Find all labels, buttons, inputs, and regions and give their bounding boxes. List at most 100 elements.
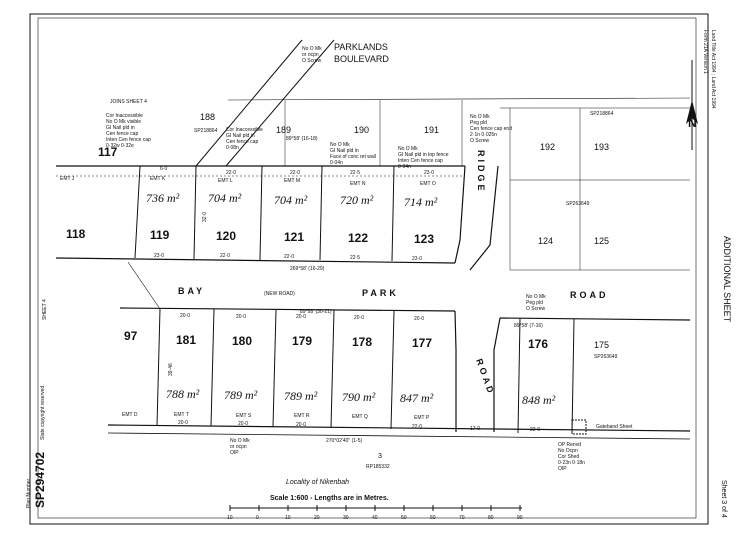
lot-125: 125 (594, 236, 609, 246)
easement-o: EMT O (420, 181, 436, 187)
road-name-ridge: RIDGE (476, 150, 486, 194)
lot-177-area: 847 m² (400, 391, 434, 405)
scale-note: Scale 1:600 - Lengths are in Metres. (270, 495, 389, 502)
dim-top-front-2: 22·0 (220, 253, 230, 259)
lot-122-area: 720 m² (340, 193, 374, 207)
dim-top-front-1: 23·0 (154, 253, 164, 259)
lot-121-number: 121 (284, 230, 304, 244)
scale-tick-label: 50 (401, 515, 407, 521)
lot-118-number: 118 (66, 227, 86, 241)
depth-bottom: 39·46 (168, 363, 174, 376)
road-name-park: PARK (362, 288, 399, 298)
easement-k: EMT K (150, 176, 166, 182)
lot-3-ref: 3 (378, 453, 382, 460)
scale-tick-label: 80 (488, 515, 494, 521)
dim-bottom-rear-2: 20·0 (238, 421, 248, 427)
lot-188: 188 (200, 112, 215, 122)
scale-tick-label: 10 (227, 515, 233, 521)
bearing-bay: 89°58' (30-21) (300, 309, 332, 315)
dim-bottom-front-2: 20·0 (236, 314, 246, 320)
road-name-boulevard: BOULEVARD (334, 54, 389, 64)
lot-121-area: 704 m² (274, 193, 308, 207)
dim-bottom-front-4: 20·0 (354, 315, 364, 321)
dim-bottom-front-1: 20·0 (180, 313, 190, 319)
gateband-note: Gateband Sheet (596, 424, 633, 430)
sheet-number: Sheet 3 of 4 (720, 480, 727, 518)
dim-top-rear-1: 6·0 (160, 166, 167, 172)
plan-border (37, 17, 697, 519)
bearing-top: 89°58' (16-18) (286, 136, 318, 142)
form-version: Form 21A Version 1 (702, 30, 708, 74)
lot-180-number: 180 (232, 334, 252, 348)
easement-l: EMT L (218, 178, 233, 184)
lot-178-number: 178 (352, 335, 372, 349)
dim-top-front-3: 22·0 (284, 254, 294, 260)
north-arrow-icon: N (686, 60, 698, 150)
dim-bottom-front-3: 20·0 (296, 314, 306, 320)
lot-97-number: 97 (124, 329, 138, 343)
lot-192: 192 (540, 142, 555, 152)
lot-123-area: 714 m² (404, 195, 438, 209)
additional-sheet-label: ADDITIONAL SHEET (722, 236, 732, 323)
plan-number: SP294702 (33, 452, 47, 508)
locality-label: Locality of Nikenbah (286, 479, 349, 486)
lot-190: 190 (354, 125, 369, 135)
lot-180-area: 789 m² (224, 388, 258, 402)
road-new-label: (NEW ROAD) (264, 291, 295, 297)
road-name-bay: BAY (178, 286, 205, 296)
lot-179-area: 789 m² (284, 389, 318, 403)
easement-d: EMT D (122, 412, 138, 418)
scale-tick-label: 70 (459, 515, 465, 521)
ref-sp218864: SP218864 (194, 128, 218, 134)
scale-tick-label: 20 (314, 515, 320, 521)
lot-181-area: 788 m² (166, 387, 200, 401)
lot-193: 193 (594, 142, 609, 152)
scale-tick-label: 60 (430, 515, 436, 521)
bottom-lot-block (107, 261, 691, 440)
top-lot-block (55, 165, 499, 271)
lot-177-number: 177 (412, 336, 432, 350)
act-note: Land Title Act 1994 ; Land Act 1994 (710, 30, 716, 109)
ref-sp263649-lower: SP263649 (594, 354, 618, 360)
parklands-boulevard: PARKLANDS BOULEVARD (195, 39, 691, 167)
plan-number-caption: Plan Number (26, 478, 32, 508)
lot-191: 191 (424, 125, 439, 135)
scale-tick-label: 10 (285, 515, 291, 521)
dim-bottom-rear-3: 20·0 (296, 422, 306, 428)
easement-q: EMT Q (352, 414, 368, 420)
easement-j: EMT J (60, 176, 75, 182)
scale-tick-label: 30 (343, 515, 349, 521)
sheet-frame (29, 13, 709, 525)
ref-sp218864-right: SP218864 (590, 111, 614, 117)
dim-top-front-4: 22·5 (350, 255, 360, 261)
dim-bottom-rear-6: 22·0 (530, 427, 540, 433)
lot-117: 117 (98, 145, 118, 159)
road-name-road: ROAD (570, 290, 609, 300)
dim-bottom-rear-1: 20·0 (178, 420, 188, 426)
scale-tick-label: 90 (517, 515, 523, 521)
dim-top-rear-2: 22·0 (226, 170, 236, 176)
copyright-note: State copyright reserved. (40, 384, 46, 440)
svg-text:N: N (688, 116, 697, 130)
lot-120-number: 120 (216, 229, 236, 243)
lot-120-area: 704 m² (208, 191, 242, 205)
dim-bottom-front-5: 20·0 (414, 316, 424, 322)
easement-s: EMT S (236, 413, 252, 419)
bearing-road: 89°58' (7-16) (514, 323, 543, 329)
lot-175: 175 (594, 340, 609, 350)
sheet4-margin-ref: SHEET 4 (42, 299, 48, 320)
easement-r: EMT R (294, 413, 310, 419)
lot-124: 124 (538, 236, 553, 246)
lot-122-number: 122 (348, 231, 368, 245)
dim-bottom-rear-4: 22·0 (412, 424, 422, 430)
